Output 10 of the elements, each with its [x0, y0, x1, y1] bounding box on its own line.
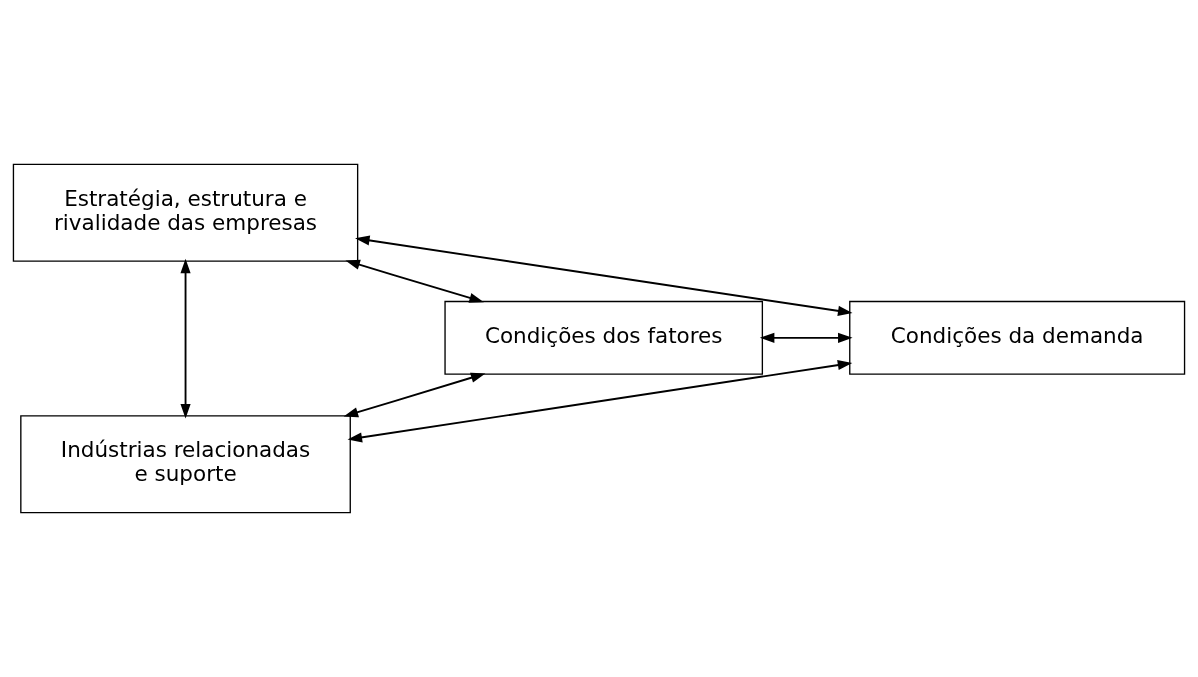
node-box: Condições da demanda: [849, 300, 1186, 375]
arrow: [180, 258, 191, 419]
arrow: [355, 235, 853, 316]
arrow: [759, 332, 853, 343]
arrow: [347, 360, 853, 443]
node-box: Indústrias relacionadas e suporte: [20, 415, 351, 514]
arrow: [343, 372, 486, 418]
arrow: [345, 259, 484, 303]
node-box: Condições dos fatores: [444, 300, 764, 375]
node-box: Estratégia, estrutura e rivalidade das empresas: [12, 163, 359, 262]
